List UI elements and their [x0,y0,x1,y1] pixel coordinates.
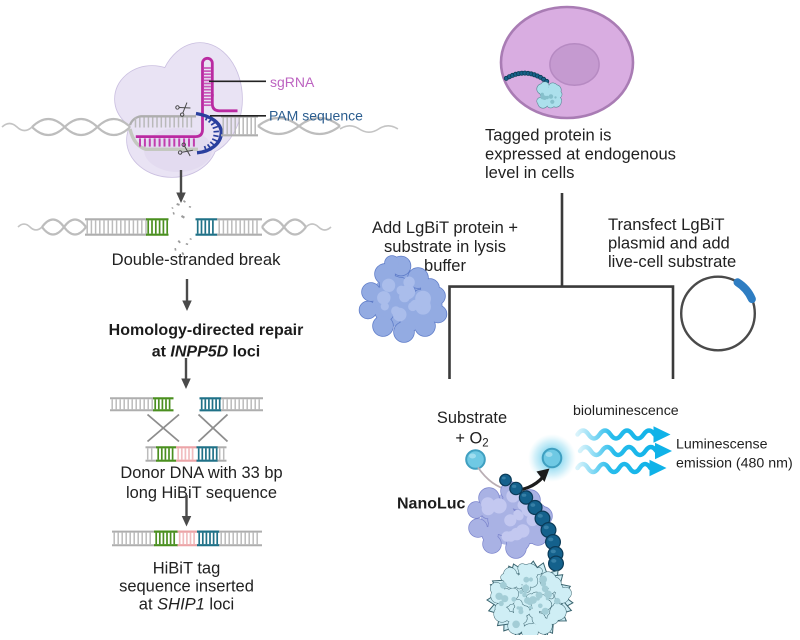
svg-text:NanoLuc: NanoLuc [397,495,466,512]
svg-text:Add LgBiT protein +: Add LgBiT protein + [372,219,518,237]
svg-text:expressed at endogenous: expressed at endogenous [485,144,676,163]
svg-text:sgRNA: sgRNA [270,74,315,90]
svg-text:HiBiT tag: HiBiT tag [153,560,221,578]
svg-text:level in cells: level in cells [485,163,574,182]
svg-text:Substrate: Substrate [437,409,507,427]
svg-text:Luminescense: Luminescense [676,437,768,453]
svg-text:at INPP5D loci: at INPP5D loci [152,344,260,361]
svg-text:sequence inserted: sequence inserted [119,578,254,596]
svg-text:substrate in lysis: substrate in lysis [384,238,506,256]
svg-text:emission (480 nm): emission (480 nm) [676,455,793,471]
svg-text:Donor DNA with 33 bp: Donor DNA with 33 bp [120,464,282,482]
svg-text:bioluminescence: bioluminescence [573,403,679,419]
svg-text:buffer: buffer [424,257,466,275]
svg-text:Homology-directed repair: Homology-directed repair [109,322,304,339]
svg-text:Tagged protein is: Tagged protein is [485,126,611,145]
svg-text:Double-stranded break: Double-stranded break [112,250,282,269]
svg-text:live-cell substrate: live-cell substrate [608,252,736,271]
svg-text:at SHIP1 loci: at SHIP1 loci [139,595,234,613]
svg-text:PAM sequence: PAM sequence [269,107,363,123]
svg-text:long HiBiT sequence: long HiBiT sequence [126,484,277,502]
svg-text:+ O2: + O2 [455,430,488,450]
svg-text:plasmid and add: plasmid and add [608,234,730,253]
svg-text:Transfect LgBiT: Transfect LgBiT [608,215,725,234]
